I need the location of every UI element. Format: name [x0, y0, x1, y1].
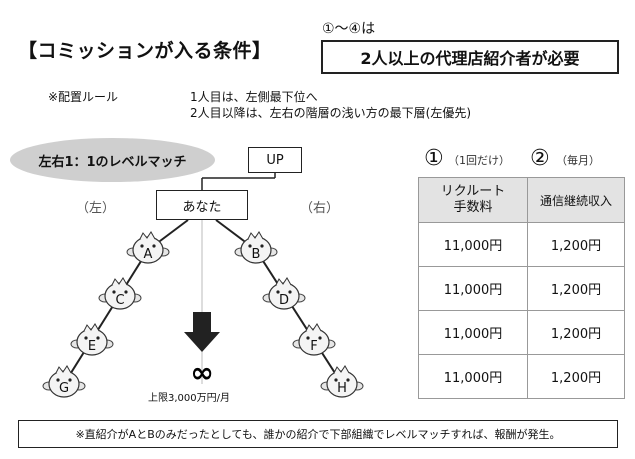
- page-title: 【コミッションが入る条件】: [18, 40, 272, 62]
- recruit-fee-cell: 11,000円: [418, 266, 528, 311]
- monthly-cap: 上限3,000万円/月: [148, 393, 230, 404]
- rule-line-2: 2人目以降は、左右の階層の浅い方の最下層(左優先): [190, 106, 472, 120]
- monthly-income-cell: 1,200円: [527, 222, 625, 267]
- left-side-label: （左）: [76, 201, 116, 216]
- recruit-fee-cell: 11,000円: [418, 354, 528, 399]
- fee-col-1-sub: （1回だけ）: [448, 154, 510, 167]
- footnote: ※直紹介がAとBのみだったとしても、誰かの紹介で下部組織でレベルマッチすれば、報…: [18, 420, 618, 448]
- recruit-fee-cell: 11,000円: [418, 222, 528, 267]
- fee-col-1-number: ①: [424, 146, 444, 171]
- requirement-box: 2人以上の代理店紹介者が必要: [321, 40, 619, 74]
- fee-col-2-number: ②: [530, 146, 550, 171]
- monthly-income-cell: 1,200円: [527, 354, 625, 399]
- table-row: 11,000円 1,200円: [418, 354, 625, 399]
- left-leg-line: [63, 249, 149, 385]
- recruit-fee-cell: 11,000円: [418, 310, 528, 355]
- infinity-symbol: ∞: [190, 356, 213, 389]
- level-match-badge: 左右1：1のレベルマッチ: [10, 138, 215, 182]
- fee-table: リクルート 手数料 通信継続収入 11,000円 1,200円 11,000円 …: [418, 177, 625, 399]
- table-row: 11,000円 1,200円: [418, 222, 625, 267]
- fee-table-header: リクルート 手数料 通信継続収入: [418, 177, 625, 223]
- right-leg-line: [255, 249, 343, 385]
- table-row: 11,000円 1,200円: [418, 266, 625, 311]
- member-node-c: C: [98, 277, 142, 310]
- right-side-label: （右）: [300, 201, 340, 216]
- member-label: C: [115, 293, 124, 308]
- monthly-income-header: 通信継続収入: [527, 177, 625, 223]
- member-label: D: [279, 293, 289, 308]
- rule-line-1: 1人目は、左側最下位へ: [190, 90, 318, 104]
- member-label: F: [310, 339, 317, 354]
- member-label: A: [144, 247, 153, 262]
- member-label: H: [337, 381, 347, 396]
- monthly-income-cell: 1,200円: [527, 310, 625, 355]
- member-node-b: B: [234, 231, 278, 264]
- member-node-f: F: [292, 323, 336, 356]
- table-row: 11,000円 1,200円: [418, 310, 625, 355]
- down-arrow-shaft: [193, 312, 211, 332]
- member-node-d: D: [262, 277, 306, 310]
- monthly-income-cell: 1,200円: [527, 266, 625, 311]
- you-node: あなた: [156, 190, 248, 220]
- member-node-a: A: [126, 231, 170, 264]
- member-node-g: G: [42, 365, 86, 398]
- condition-note: ①〜④は: [322, 21, 376, 37]
- member-node-e: E: [70, 323, 114, 356]
- down-arrow-head: [184, 332, 220, 352]
- member-node-h: H: [320, 365, 364, 398]
- up-node: UP: [248, 147, 302, 173]
- recruit-fee-header: リクルート 手数料: [418, 177, 528, 223]
- member-label: B: [252, 247, 261, 262]
- rule-label: ※配置ルール: [48, 90, 119, 104]
- member-label: G: [59, 381, 69, 396]
- fee-col-2-sub: （毎月）: [556, 154, 600, 167]
- member-label: E: [88, 339, 96, 354]
